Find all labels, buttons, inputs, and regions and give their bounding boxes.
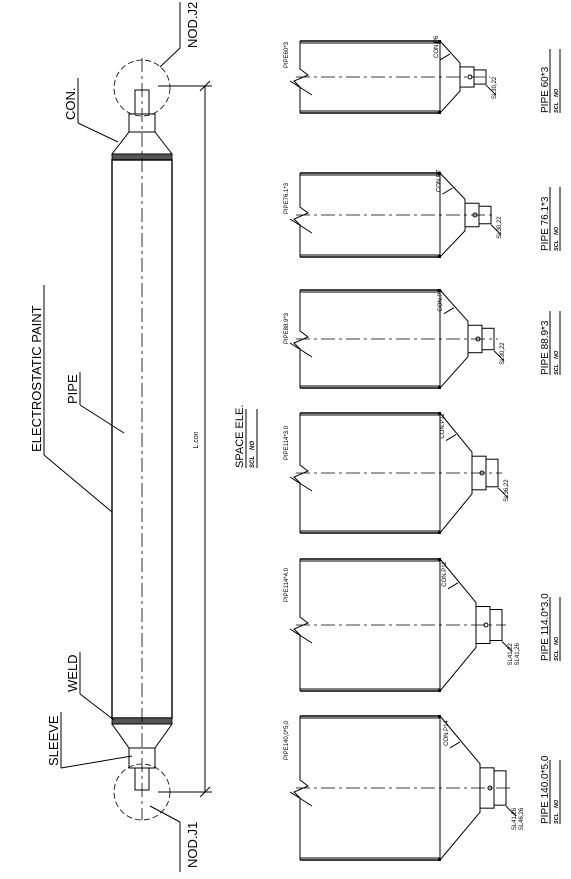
detail-scale-value: NO xyxy=(554,799,560,808)
con-label: CON. xyxy=(63,88,78,121)
length-tick-bottom xyxy=(199,786,211,798)
sl-leader xyxy=(490,224,502,236)
pipe-label: PIPE xyxy=(65,374,80,404)
pipe-break xyxy=(293,41,309,113)
nod-j2-label: NOD.J2 xyxy=(185,2,200,48)
space-element-drawing: L.con CON. NOD.J2 ELECTROSTATIC PAINT PI… xyxy=(29,2,258,872)
pipe-label-leader xyxy=(289,80,313,96)
pipe-label: PIPE114*3.0 xyxy=(284,425,290,460)
detail-scale-label: SCL xyxy=(554,812,560,824)
sl-label: SL41,22 xyxy=(508,642,514,665)
sl-label: SL41,26 xyxy=(515,642,521,665)
pipe-break xyxy=(293,173,309,257)
pipe-leader xyxy=(79,404,125,434)
pipe-label: PIPE76.1*3 xyxy=(284,182,290,214)
sleeve-label: SLEEVE xyxy=(46,715,61,766)
pipe-break xyxy=(293,716,309,860)
sl-label: SL30,22 xyxy=(492,76,498,99)
con-label-leader xyxy=(439,53,451,61)
detail-title: PIPE 114.0*3.0 xyxy=(540,593,551,661)
con-label-leader xyxy=(445,434,457,442)
pipe-label-leader xyxy=(289,342,313,358)
pipe-label-leader xyxy=(289,218,313,234)
pipe-label: PIPE88.9*3 xyxy=(284,312,290,344)
main-scale-value: NO xyxy=(250,441,256,450)
nod-j1-label: NOD.J1 xyxy=(185,822,200,868)
con-label: CON.P6 xyxy=(434,35,440,58)
sl-label: SL46,26 xyxy=(519,807,525,830)
con-label: CON.P11 xyxy=(440,413,446,439)
electrostatic-paint-label: ELECTROSTATIC PAINT xyxy=(29,305,44,452)
detail-title: PIPE 60*3 xyxy=(540,66,551,113)
con-label: CON.P9 xyxy=(438,289,444,312)
con-label: CON.P14 xyxy=(444,720,450,746)
sl-label: SL36,22 xyxy=(504,479,510,502)
sl-leader xyxy=(485,84,497,96)
con-label-leader xyxy=(449,741,461,749)
paint-leader xyxy=(43,454,113,513)
length-label: L.con xyxy=(193,431,200,448)
cone xyxy=(439,288,469,390)
cone xyxy=(439,39,461,115)
con-label: CON.P7 xyxy=(437,169,443,192)
sl-leader xyxy=(497,487,509,499)
con-label: CON.P11 xyxy=(442,561,448,587)
detail-scale-value: NO xyxy=(554,88,560,97)
main-title: SPACE ELE. xyxy=(234,405,246,468)
con-leader xyxy=(77,122,119,143)
detail-scale-label: SCL xyxy=(554,101,560,113)
detail-title: PIPE 140.0*5.0 xyxy=(540,755,551,824)
cone xyxy=(439,714,481,862)
cone xyxy=(439,557,477,693)
sl-leader xyxy=(493,350,505,362)
detail-scale-label: SCL xyxy=(554,363,560,375)
pipe-label-leader xyxy=(289,476,313,492)
detail-title: PIPE 76.1*3 xyxy=(540,196,551,251)
sl-label: SL30,22 xyxy=(500,342,506,365)
main-title-block: SPACE ELE. SCL NO xyxy=(234,405,258,468)
sleeve-leader xyxy=(60,755,133,769)
detail-scale-value: NO xyxy=(554,226,560,235)
weld-leader xyxy=(79,693,115,721)
cone xyxy=(439,171,466,259)
sl-label: SL41,26 xyxy=(512,807,518,830)
con-label-leader xyxy=(442,187,453,195)
pipe-label-leader xyxy=(289,628,313,644)
length-tick-top xyxy=(199,80,211,92)
weld-label: WELD xyxy=(65,654,80,692)
nod-j2-leader xyxy=(159,47,181,68)
nod-j1-leader xyxy=(149,805,181,823)
detail-title: PIPE 88.9*3 xyxy=(540,320,551,375)
sl-leader xyxy=(505,805,517,817)
pipe-break xyxy=(293,413,309,533)
main-scale-label: SCL xyxy=(250,456,256,468)
pipe-label: PIPE60*3 xyxy=(284,41,290,68)
pipe-label-leader xyxy=(289,791,313,807)
con-label-leader xyxy=(447,582,459,590)
pipe-label: PIPE140,0*5,0 xyxy=(284,720,290,760)
con-label-leader xyxy=(443,307,455,315)
detail-scale-value: NO xyxy=(554,636,560,645)
cone xyxy=(439,411,473,535)
detail-scale-label: SCL xyxy=(554,649,560,661)
sl-label: SL30,22 xyxy=(497,216,503,239)
detail-scale-label: SCL xyxy=(554,239,560,251)
detail-scale-value: NO xyxy=(554,350,560,359)
pipe-label: PIPE114*4.0 xyxy=(284,567,290,602)
sl-leader xyxy=(501,641,513,652)
pipe-break xyxy=(293,559,309,691)
pipe-break xyxy=(293,290,309,388)
